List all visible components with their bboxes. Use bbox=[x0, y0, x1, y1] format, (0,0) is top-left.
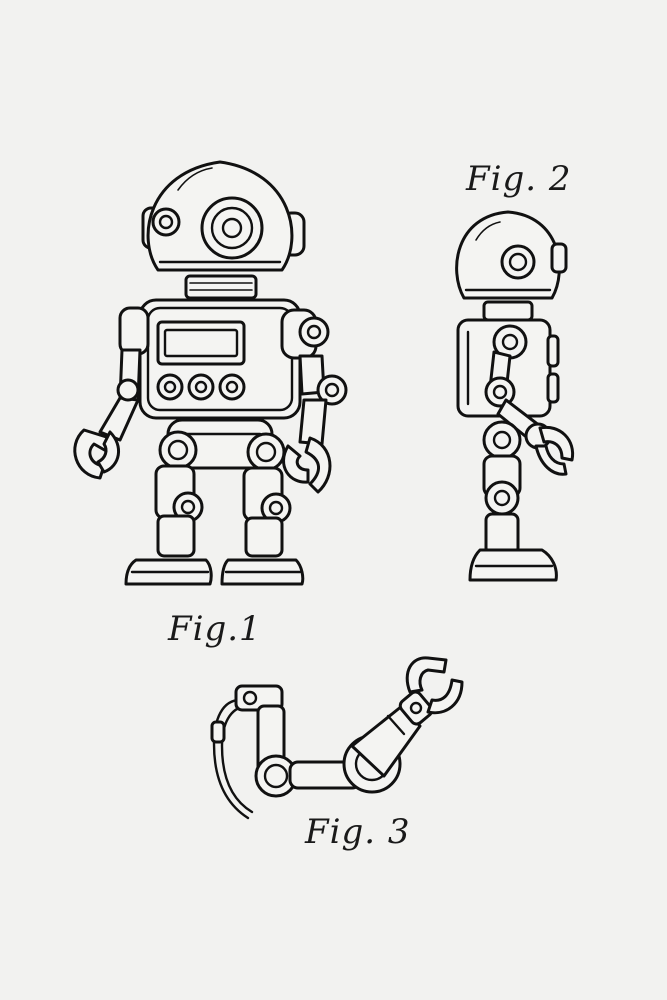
figure-2-label: Fig. 2 bbox=[466, 159, 572, 199]
figure-1-label: Fig.1 bbox=[168, 609, 262, 649]
figure-3-label: Fig. 3 bbox=[305, 812, 411, 852]
robot-front-view-drawing bbox=[73, 160, 348, 586]
robot-side-view-drawing bbox=[455, 210, 575, 582]
robotic-arm-drawing bbox=[210, 656, 464, 820]
